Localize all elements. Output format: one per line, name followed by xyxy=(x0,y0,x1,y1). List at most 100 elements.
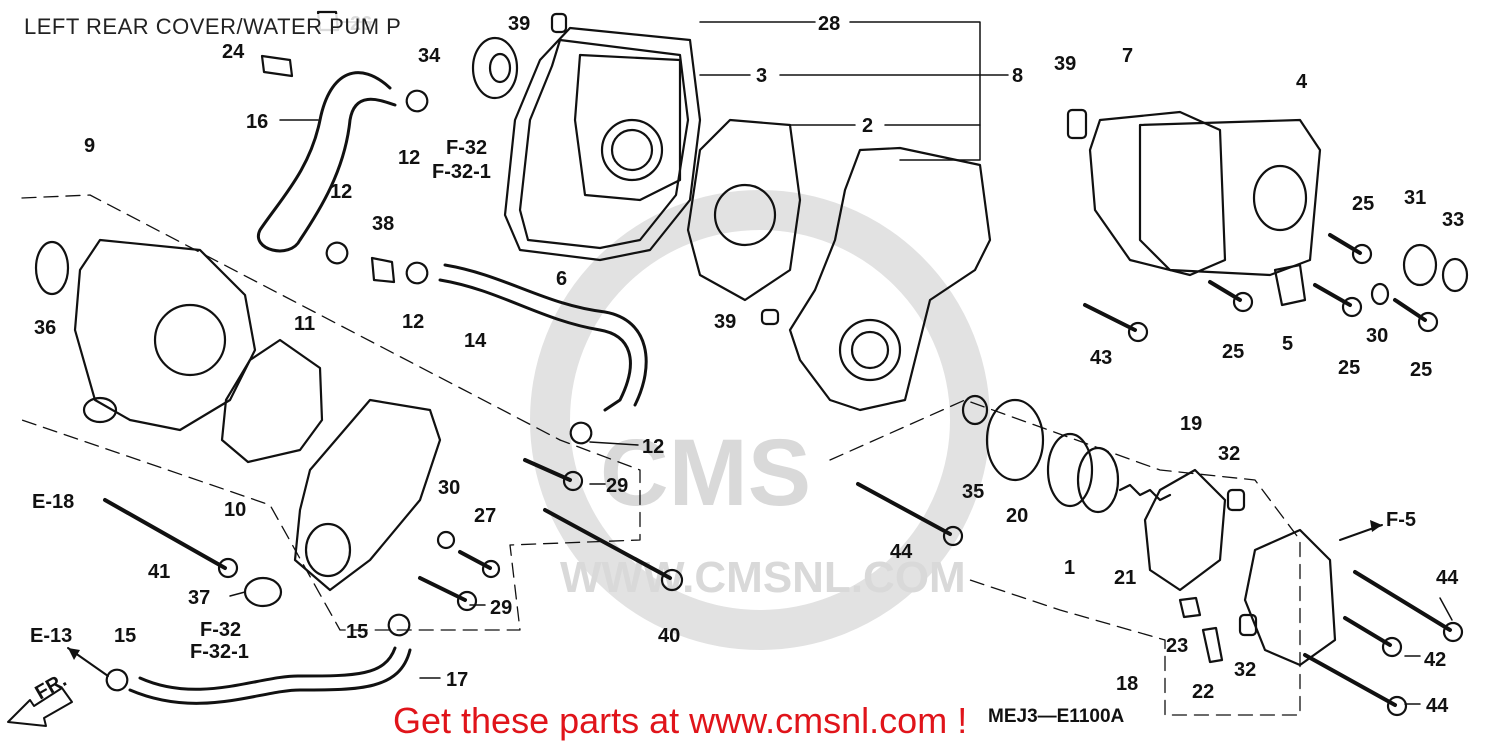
callout-29-bottom: 29 xyxy=(490,597,512,619)
front-arrow xyxy=(7,687,73,727)
clamp-12-top xyxy=(405,89,429,113)
gasket-7 xyxy=(1088,110,1227,277)
callout-39-top: 39 xyxy=(508,13,530,35)
o-ring-1a xyxy=(1046,432,1094,508)
clamp-12-low xyxy=(405,261,429,285)
callout-44-lower-right: 44 xyxy=(1426,695,1449,717)
bracket-5 xyxy=(1273,263,1307,307)
callout-44-upper-right: 44 xyxy=(1436,567,1459,589)
callout-7: 7 xyxy=(1122,45,1133,67)
callout-32-a: 32 xyxy=(1218,443,1240,465)
bolt-41 xyxy=(103,498,227,570)
seal-20 xyxy=(985,398,1045,482)
callout-24: 24 xyxy=(222,41,245,63)
pump-housing-port xyxy=(82,396,118,424)
callout-30-right: 30 xyxy=(1366,325,1388,347)
callout-34: 34 xyxy=(418,45,441,67)
callout-29-top: 29 xyxy=(606,475,628,497)
bearing-31 xyxy=(1402,243,1438,287)
gasket-6 xyxy=(503,26,702,262)
clamp-12-right xyxy=(569,421,593,445)
callout-12-low: 12 xyxy=(402,311,424,333)
callout-38: 38 xyxy=(372,213,394,235)
callout-39-right: 39 xyxy=(1054,53,1076,75)
callout-18: 18 xyxy=(1116,673,1138,695)
bolt-44-lower-right xyxy=(1303,653,1397,707)
washer-30-right xyxy=(1370,282,1390,306)
callout-5: 5 xyxy=(1282,333,1293,355)
plate-3 xyxy=(573,53,682,202)
seal-34 xyxy=(471,36,519,100)
callout-25-c: 25 xyxy=(1338,357,1360,379)
callout-41: 41 xyxy=(148,561,170,583)
callout-30-left: 30 xyxy=(438,477,460,499)
bolt-27 xyxy=(458,550,492,570)
callout-43: 43 xyxy=(1090,347,1112,369)
o-ring-1b xyxy=(1076,446,1120,514)
gasket-2 xyxy=(686,118,802,302)
callout-28: 28 xyxy=(818,13,840,35)
group-outline-right xyxy=(829,399,1301,716)
dowel-39-right xyxy=(1066,108,1088,140)
seal-33 xyxy=(1441,257,1469,293)
callout-32-b: 32 xyxy=(1234,659,1256,681)
o-ring-37 xyxy=(243,576,283,608)
watermark-site: WWW.CMSNL.COM xyxy=(560,553,966,602)
callout-12-top: 12 xyxy=(398,147,420,169)
dowel-32-a xyxy=(1226,488,1246,512)
callout-4: 4 xyxy=(1296,71,1308,93)
ref-f321-bottom: F-32-1 xyxy=(190,641,249,663)
callout-1: 1 xyxy=(1064,557,1075,579)
callout-25-b: 25 xyxy=(1222,341,1244,363)
bolt-44-upper-right xyxy=(1353,570,1452,632)
hose-16 xyxy=(256,71,397,253)
bolt-40 xyxy=(543,508,672,580)
ref-e13: E-13 xyxy=(30,625,72,647)
dowel-39-mid xyxy=(760,308,780,326)
callout-25-a: 25 xyxy=(1352,193,1374,215)
thermostat-housing-10 xyxy=(293,398,442,592)
fitting-23 xyxy=(1178,596,1202,619)
callout-27: 27 xyxy=(474,505,496,527)
callout-12-right: 12 xyxy=(642,436,664,458)
bolt-42 xyxy=(1343,616,1392,647)
washer-30-left xyxy=(436,530,456,550)
bolt-25-a xyxy=(1328,233,1362,255)
callout-15-left: 15 xyxy=(114,625,136,647)
gasket-6-inner xyxy=(518,38,690,250)
ref-e18: E-18 xyxy=(32,491,74,513)
callout-19: 19 xyxy=(1180,413,1202,435)
left-rear-cover xyxy=(788,146,992,412)
callout-labels: 26 24 34 39 28 3 8 2 39 7 4 16 12 9 12 3… xyxy=(34,13,1464,717)
callout-14: 14 xyxy=(464,330,487,352)
bolt-29-bottom xyxy=(418,576,467,602)
callout-37: 37 xyxy=(188,587,210,609)
callout-17: 17 xyxy=(446,669,468,691)
bolt-29-top xyxy=(523,458,572,482)
diagram-code: MEJ3—E1100A xyxy=(988,706,1125,727)
callout-35: 35 xyxy=(962,481,984,503)
callout-25-d: 25 xyxy=(1410,359,1432,381)
clamp-15-mid xyxy=(387,613,411,637)
fitting-22 xyxy=(1201,626,1224,664)
dowel-39-top xyxy=(550,12,568,34)
fitting-38 xyxy=(370,256,396,284)
callout-21: 21 xyxy=(1114,567,1136,589)
diagram-title: LEFT REAR COVER/WATER PUM P xyxy=(20,14,406,40)
plate-3-hole xyxy=(600,118,664,182)
parts-link-banner[interactable]: Get these parts at www.cmsnl.com ! xyxy=(393,700,968,741)
bolt-44-left xyxy=(856,482,952,536)
cms-watermark: CMS WWW.CMSNL.COM xyxy=(530,190,990,650)
ref-f321-top: F-32-1 xyxy=(432,161,491,183)
washer-35 xyxy=(961,394,989,426)
pump-housing-9 xyxy=(73,238,257,432)
o-ring-36 xyxy=(34,240,70,296)
callout-23: 23 xyxy=(1166,635,1188,657)
callout-3: 3 xyxy=(756,65,767,87)
callout-12-mid: 12 xyxy=(330,181,352,203)
bolt-43 xyxy=(1083,303,1137,332)
cover-boss xyxy=(838,318,902,382)
gasket-19 xyxy=(1143,468,1227,592)
callout-11: 11 xyxy=(294,313,315,335)
o-ring-11 xyxy=(220,338,324,464)
